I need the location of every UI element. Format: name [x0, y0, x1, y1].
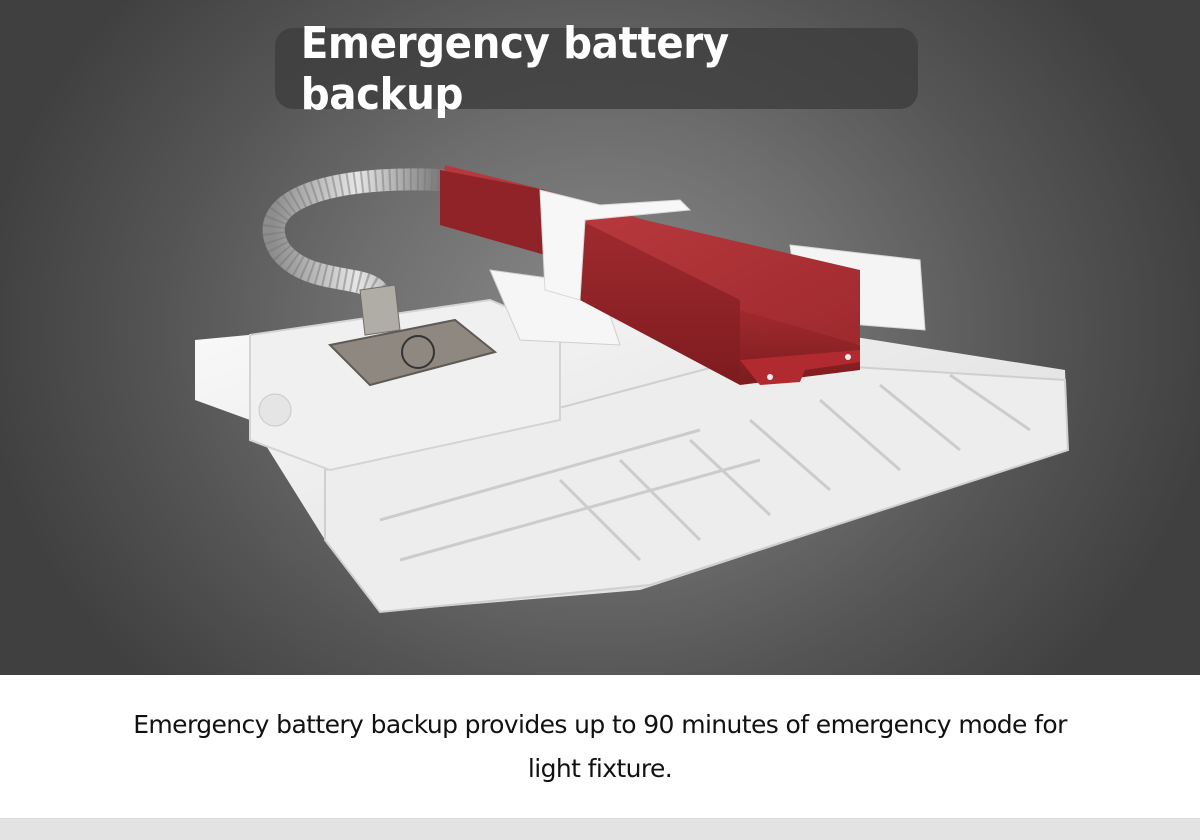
product-illustration	[195, 165, 1070, 614]
title-banner: Emergency battery backup	[275, 18, 918, 120]
caption-section: Emergency battery backup provides up to …	[0, 675, 1200, 818]
product-hero: Emergency battery backup	[0, 0, 1200, 675]
battery-box-icon	[440, 165, 860, 385]
footer-divider	[0, 818, 1200, 840]
feature-description: Emergency battery backup provides up to …	[133, 709, 1067, 783]
conduit-icon	[262, 168, 451, 311]
page-title: Emergency battery backup	[300, 17, 729, 120]
